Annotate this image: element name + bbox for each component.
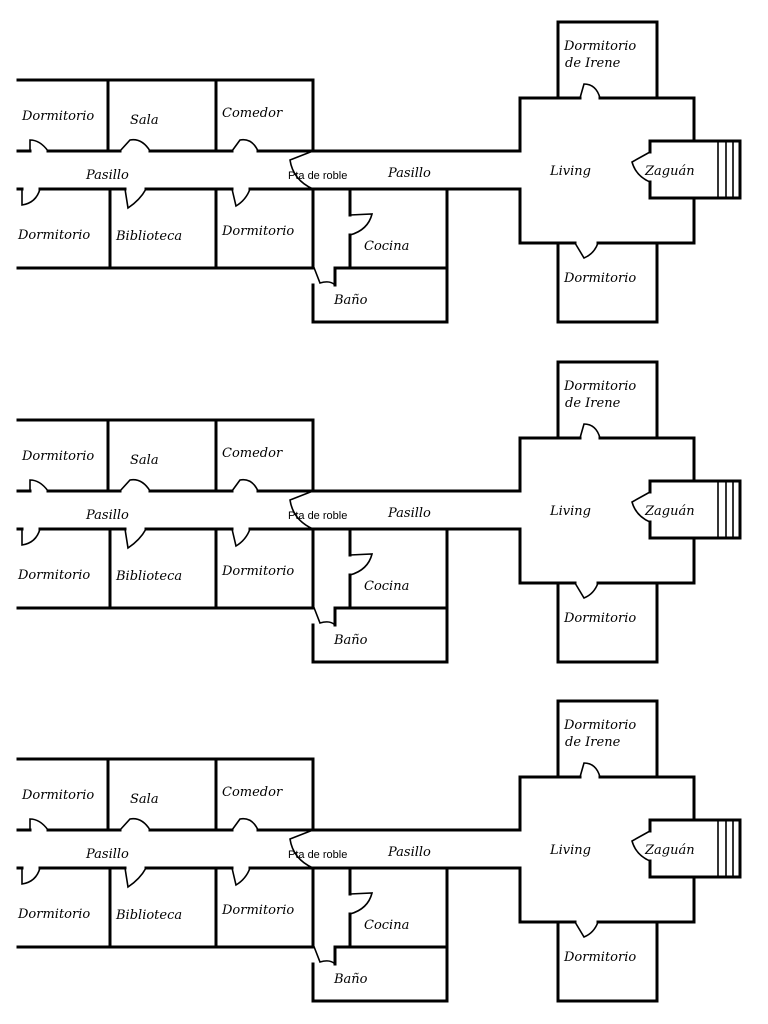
door-zaguan — [631, 491, 651, 523]
door-comedor — [231, 138, 259, 152]
label-dormitorio-br: Dormitorio — [563, 271, 636, 286]
door-dorm-br — [574, 921, 599, 938]
label-zaguan: Zaguán — [644, 843, 695, 858]
label-dormitorio-irene-1: Dormitorio — [563, 379, 636, 394]
door-dormitorio-bl — [21, 528, 41, 546]
door-dorm-br — [574, 582, 599, 599]
door-irene — [579, 423, 601, 439]
door-zaguan — [631, 151, 651, 183]
label-dormitorio-br: Dormitorio — [563, 950, 636, 965]
door-comedor — [231, 478, 259, 492]
door-zaguan — [631, 830, 651, 862]
label-dormitorio-bl: Dormitorio — [17, 228, 90, 243]
label-dormitorio-irene-2: de Irene — [565, 396, 621, 411]
label-dormitorio-irene-1: Dormitorio — [563, 39, 636, 54]
door-bano — [312, 604, 336, 626]
label-comedor: Comedor — [222, 106, 283, 121]
label-cocina: Cocina — [364, 239, 409, 254]
label-cocina: Cocina — [364, 918, 409, 933]
label-biblioteca: Biblioteca — [115, 908, 182, 923]
door-biblioteca — [124, 528, 147, 550]
door-pta-de-roble — [289, 490, 314, 530]
door-bano — [312, 264, 336, 286]
door-pta-de-roble — [289, 150, 314, 190]
label-pasillo-left: Pasillo — [85, 847, 129, 862]
door-dormitorio-tl — [29, 139, 49, 152]
label-dormitorio-irene-1: Dormitorio — [563, 718, 636, 733]
door-biblioteca — [124, 188, 147, 210]
label-biblioteca: Biblioteca — [115, 229, 182, 244]
door-dormitorio-bm — [231, 867, 251, 887]
label-pasillo-left: Pasillo — [85, 168, 129, 183]
door-dormitorio-tl — [29, 479, 49, 492]
door-dormitorio-bl — [21, 188, 41, 206]
door-sala — [119, 478, 151, 492]
label-pta-de-roble: Pta de roble — [288, 170, 347, 182]
label-bano: Baño — [333, 972, 368, 987]
label-dormitorio-bl: Dormitorio — [17, 568, 90, 583]
label-pasillo-right: Pasillo — [387, 845, 431, 860]
door-comedor — [231, 817, 259, 831]
door-cocina — [349, 553, 374, 576]
label-zaguan: Zaguán — [644, 504, 695, 519]
door-dormitorio-tl — [29, 818, 49, 831]
label-bano: Baño — [333, 633, 368, 648]
label-dormitorio-irene-2: de Irene — [565, 735, 621, 750]
label-dormitorio-bl: Dormitorio — [17, 907, 90, 922]
door-cocina — [349, 892, 374, 915]
label-dormitorio-bm: Dormitorio — [221, 903, 294, 918]
label-living: Living — [549, 504, 591, 519]
door-dormitorio-bm — [231, 528, 251, 548]
label-sala: Sala — [130, 453, 159, 468]
label-cocina: Cocina — [364, 579, 409, 594]
door-dormitorio-bl — [21, 867, 41, 885]
label-pasillo-right: Pasillo — [387, 506, 431, 521]
door-irene — [579, 83, 601, 99]
label-comedor: Comedor — [222, 785, 283, 800]
label-pasillo-left: Pasillo — [85, 508, 129, 523]
door-dorm-br — [574, 242, 599, 259]
door-pta-de-roble — [289, 829, 314, 869]
label-pasillo-right: Pasillo — [387, 166, 431, 181]
label-pta-de-roble: Pta de roble — [288, 510, 347, 522]
label-zaguan: Zaguán — [644, 164, 695, 179]
door-cocina — [349, 213, 374, 236]
label-sala: Sala — [130, 792, 159, 807]
door-dormitorio-bm — [231, 188, 251, 208]
label-dormitorio-bm: Dormitorio — [221, 564, 294, 579]
door-biblioteca — [124, 867, 147, 889]
label-comedor: Comedor — [222, 446, 283, 461]
door-sala — [119, 817, 151, 831]
label-bano: Baño — [333, 293, 368, 308]
door-bano — [312, 943, 336, 965]
label-living: Living — [549, 843, 591, 858]
label-sala: Sala — [130, 113, 159, 128]
label-dormitorio-bm: Dormitorio — [221, 224, 294, 239]
label-biblioteca: Biblioteca — [115, 569, 182, 584]
door-sala — [119, 138, 151, 152]
label-pta-de-roble: Pta de roble — [288, 849, 347, 861]
label-dormitorio-tl: Dormitorio — [21, 109, 94, 124]
label-dormitorio-tl: Dormitorio — [21, 788, 94, 803]
door-irene — [579, 762, 601, 778]
label-dormitorio-br: Dormitorio — [563, 611, 636, 626]
label-living: Living — [549, 164, 591, 179]
label-dormitorio-irene-2: de Irene — [565, 56, 621, 71]
label-dormitorio-tl: Dormitorio — [21, 449, 94, 464]
